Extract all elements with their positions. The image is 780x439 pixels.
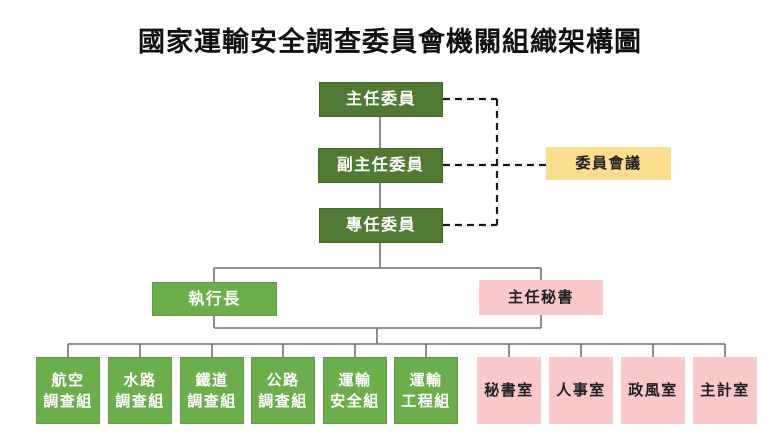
node-board-meeting: 委員會議 xyxy=(546,147,671,180)
node-office-ethics: 政風室 xyxy=(621,357,685,424)
node-division-transport-safety: 運輸 安全組 xyxy=(323,357,387,424)
node-chairman: 主任委員 xyxy=(319,82,443,117)
node-executive-director: 執行長 xyxy=(152,282,277,316)
node-office-accounting: 主計室 xyxy=(693,357,757,424)
dashed-connector-lines xyxy=(443,97,546,227)
node-office-secretariat: 秘書室 xyxy=(477,357,541,424)
node-office-personnel: 人事室 xyxy=(549,357,613,424)
node-division-aviation: 航空 調查組 xyxy=(36,357,100,424)
node-division-railway: 鐵道 調查組 xyxy=(180,357,244,424)
node-fulltime-commissioner: 專任委員 xyxy=(319,208,443,243)
node-division-marine: 水路 調查組 xyxy=(108,357,172,424)
node-division-highway: 公路 調查組 xyxy=(251,357,315,424)
node-division-transport-engineering: 運輸 工程組 xyxy=(394,357,458,424)
page-title: 國家運輸安全調查委員會機關組織架構圖 xyxy=(138,27,642,57)
node-chief-secretary: 主任秘書 xyxy=(479,280,603,315)
node-vice-chairman: 副主任委員 xyxy=(318,148,443,183)
